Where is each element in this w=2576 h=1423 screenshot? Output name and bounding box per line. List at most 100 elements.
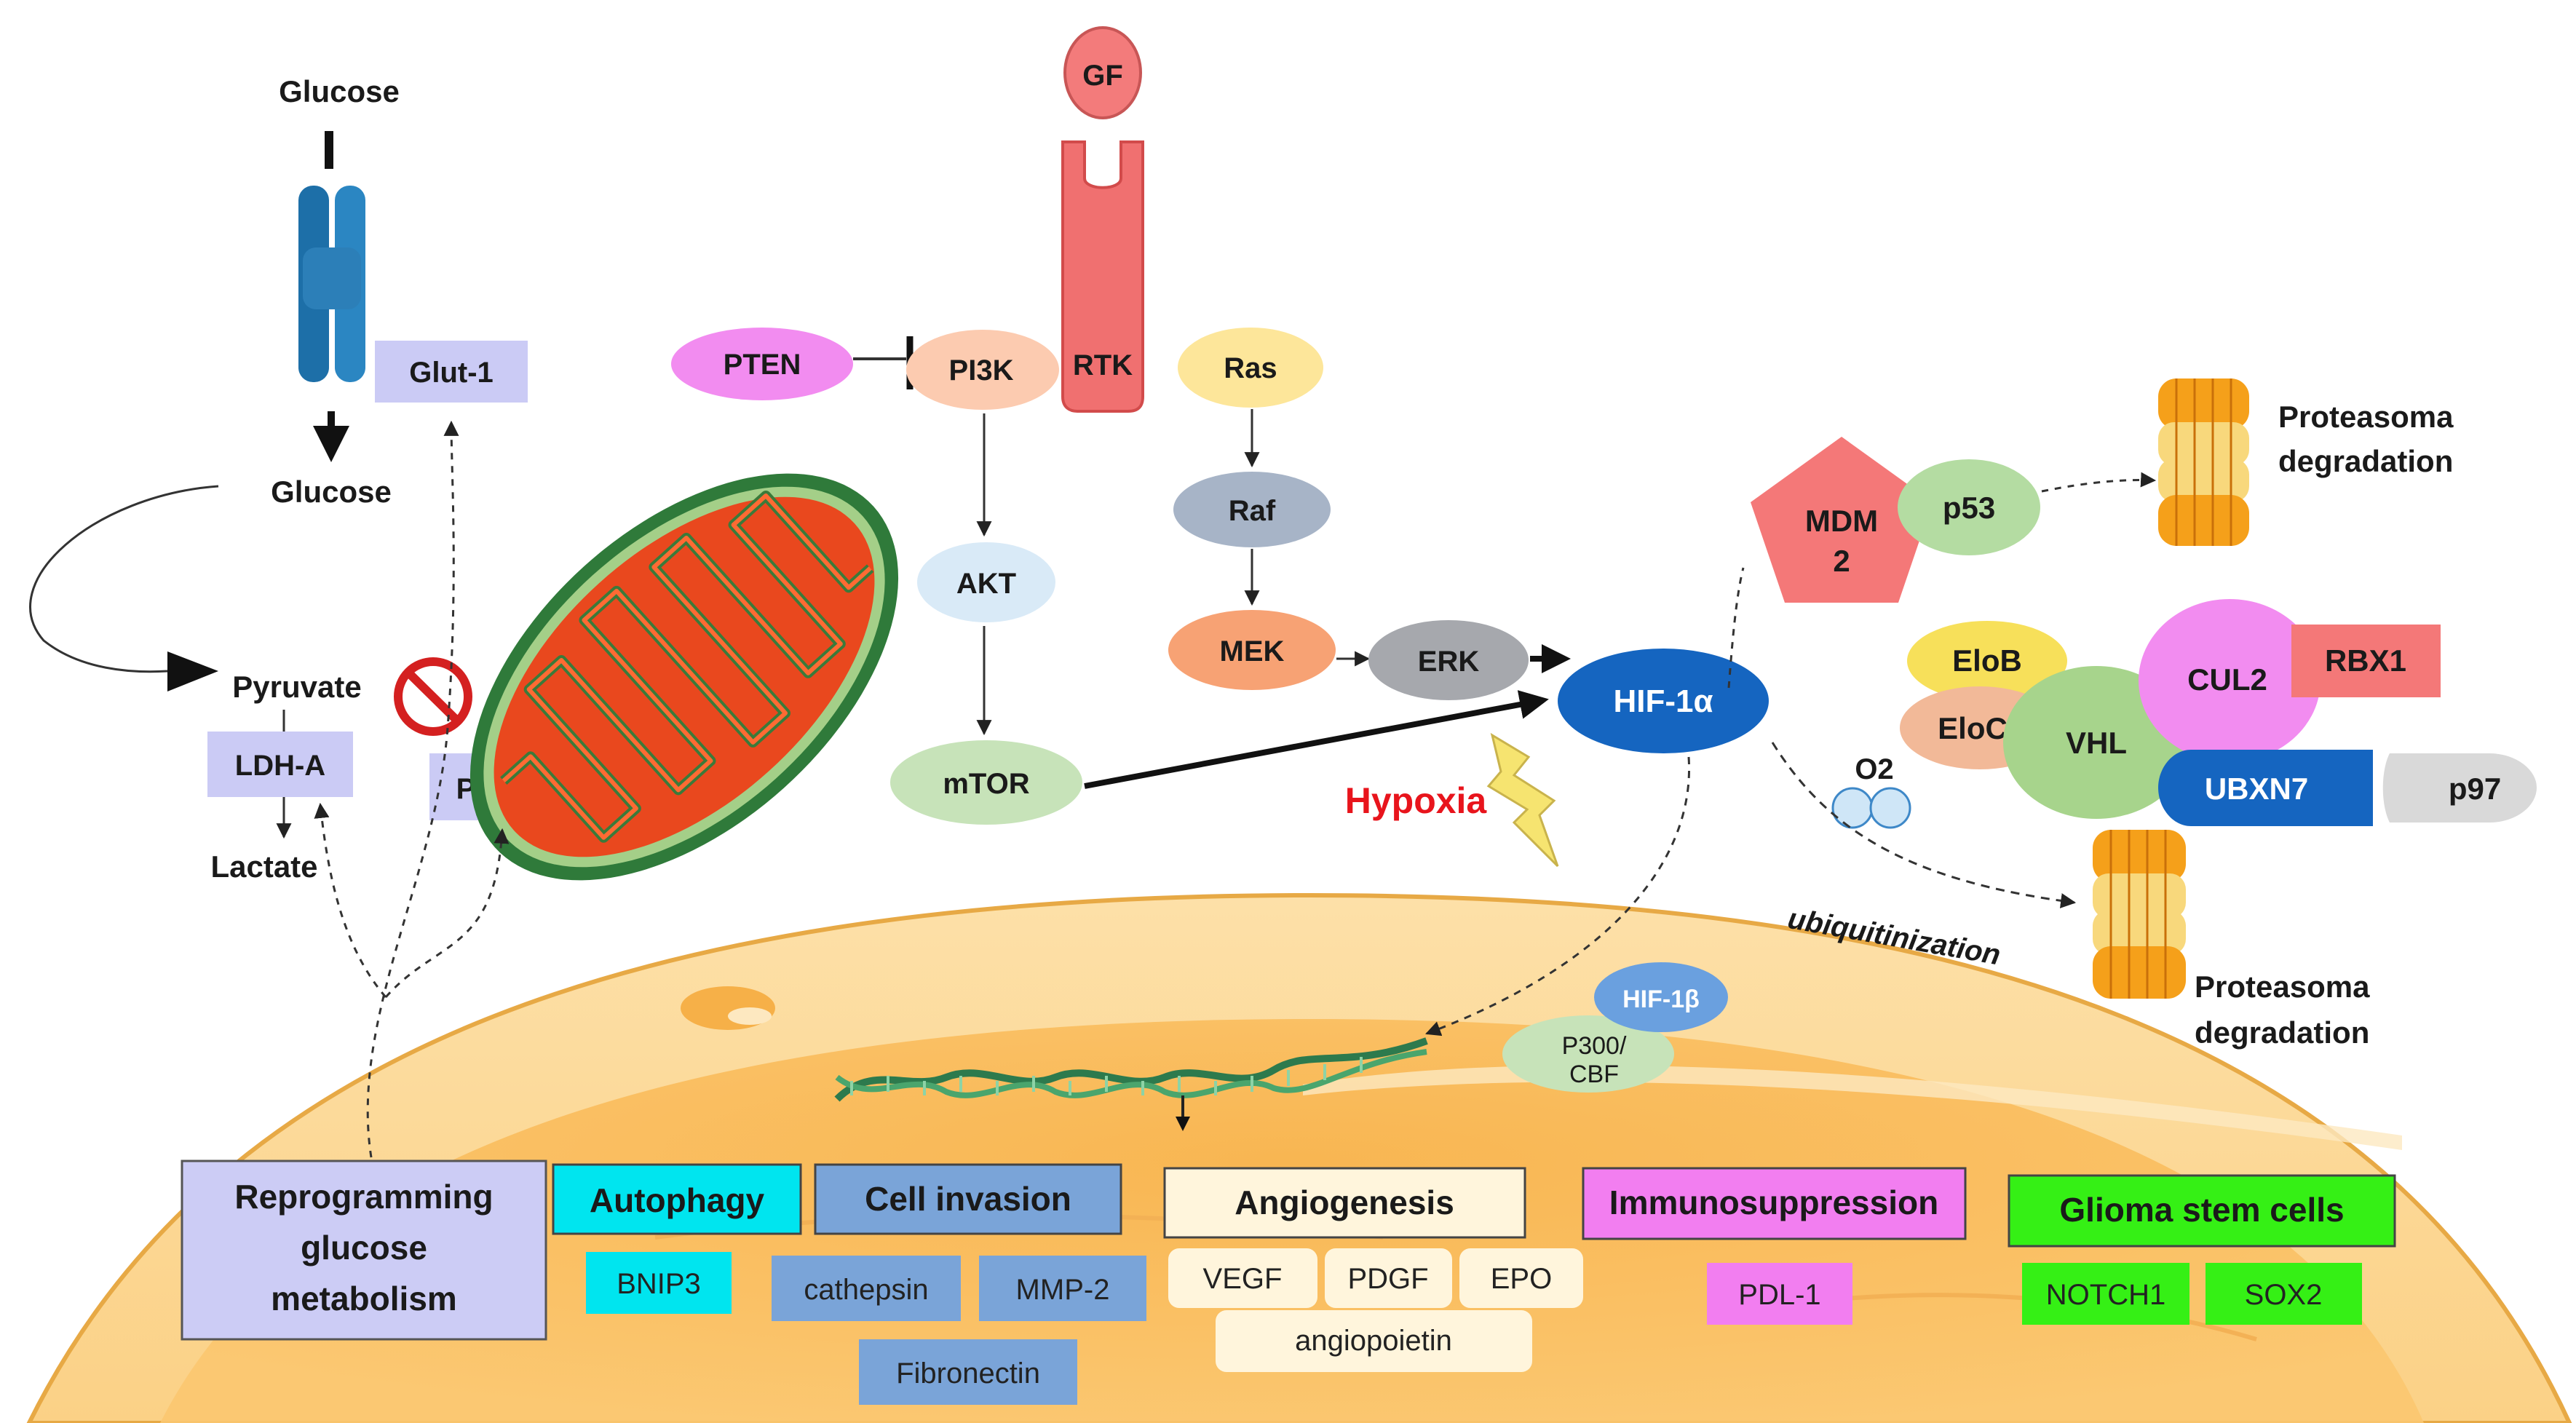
ras-node — [1178, 328, 1323, 408]
dna-helix-icon — [834, 1037, 1428, 1102]
proteasome-top-label-line2: degradation — [2278, 444, 2453, 478]
akt-label: AKT — [956, 568, 1016, 600]
mmp2-box — [979, 1256, 1146, 1321]
mtor-label: mTOR — [943, 768, 1029, 800]
lactate-label: Lactate — [210, 849, 317, 884]
mmp2-label: MMP-2 — [1016, 1274, 1110, 1306]
vhl-label: VHL — [2066, 726, 2127, 760]
pdgf-box — [1325, 1248, 1452, 1308]
immunosuppression-box — [1582, 1167, 1967, 1240]
cathepsin-box — [772, 1256, 961, 1321]
cell-invasion-box — [814, 1163, 1122, 1235]
erk-label: ERK — [1418, 646, 1480, 678]
reprogramming-glucose-metabolism-box — [181, 1160, 547, 1341]
angiogenesis-box — [1163, 1167, 1526, 1239]
o2-molecule-icon — [1831, 787, 1874, 829]
gf-ligand — [1063, 26, 1142, 119]
pten-label: PTEN — [724, 349, 801, 381]
lightning-icon — [1486, 732, 1559, 868]
hypoxia-label: Hypoxia — [1345, 780, 1488, 821]
reprogramming-line3: metabolism — [271, 1280, 457, 1317]
cell-invasion-title: Cell invasion — [865, 1180, 1071, 1218]
notch1-label: NOTCH1 — [2046, 1279, 2165, 1311]
rtk-label: RTK — [1073, 349, 1133, 381]
p300-label-line2: CBF — [1569, 1061, 1619, 1088]
reprogramming-line1: Reprogramming — [234, 1178, 493, 1216]
ras-label: Ras — [1224, 352, 1277, 384]
angiopoietin-label: angiopoietin — [1295, 1325, 1452, 1357]
hif1a-mdm2-link — [1727, 567, 1745, 689]
ldha-box — [207, 732, 353, 797]
autophagy-title: Autophagy — [590, 1181, 765, 1219]
mitochondrion-icon — [469, 473, 899, 881]
cul2-node — [2139, 599, 2321, 762]
p97-label: p97 — [2449, 772, 2501, 806]
fibronectin-box — [859, 1339, 1077, 1405]
pi3k-node — [906, 330, 1059, 410]
mdm2-node — [1751, 437, 1933, 603]
erk-node — [1368, 620, 1529, 700]
pdl1-box — [1707, 1263, 1852, 1325]
glycolysis-arrow — [29, 485, 219, 673]
angiopoietin-box — [1216, 1310, 1532, 1372]
eloc-label: EloC — [1938, 711, 2008, 745]
epo-box — [1459, 1248, 1583, 1308]
hif1a-nuclear-translocation-arrow — [1425, 756, 1691, 1036]
pten-node — [671, 328, 853, 400]
glioma-title: Glioma stem cells — [2059, 1191, 2344, 1229]
pyruvate-label: Pyruvate — [232, 670, 361, 704]
immunosuppression-title: Immunosuppression — [1609, 1184, 1938, 1221]
elob-label: EloB — [1952, 643, 2022, 678]
proteasome-bottom-icon — [2093, 830, 2186, 999]
glut1-transporter — [298, 186, 365, 382]
cathepsin-label: cathepsin — [804, 1274, 928, 1306]
angiogenesis-title: Angiogenesis — [1235, 1184, 1454, 1221]
pdl1-label: PDL-1 — [1738, 1279, 1820, 1311]
p53-label: p53 — [1943, 491, 1995, 525]
mek-label: MEK — [1220, 635, 1285, 667]
gf-label: GF — [1082, 60, 1123, 92]
rbx1-node — [2291, 625, 2441, 697]
proteasome-bottom-label-line1: Proteasoma — [2195, 970, 2370, 1004]
glioma-stem-cells-box — [2008, 1174, 2396, 1248]
p300-cbf-node — [1502, 1015, 1674, 1093]
p97-node — [2375, 746, 2545, 830]
proteasome-top-label-line1: Proteasoma — [2278, 400, 2454, 434]
proteasome-bottom-label-line2: degradation — [2195, 1015, 2369, 1050]
mek-node — [1168, 610, 1336, 690]
vegf-label: VEGF — [1203, 1263, 1283, 1295]
ldha-label: LDH-A — [235, 750, 325, 782]
pdgf-label: PDGF — [1347, 1263, 1428, 1295]
hif1a-node — [1558, 649, 1769, 753]
bnip3-box — [586, 1252, 732, 1314]
glucose-outside-label: Glucose — [279, 74, 400, 108]
ubxn7-label: UBXN7 — [2205, 772, 2308, 806]
bnip3-label: BNIP3 — [617, 1268, 701, 1300]
fibronectin-label: Fibronectin — [896, 1357, 1040, 1390]
mdm2-label-line1: MDM — [1805, 504, 1878, 538]
glut1-box — [375, 341, 528, 403]
elob-node — [1907, 621, 2067, 701]
cul2-label: CUL2 — [2187, 662, 2267, 697]
raf-label: Raf — [1229, 495, 1276, 527]
glut1-label: Glut-1 — [409, 357, 494, 389]
glucose-inside-label: Glucose — [271, 475, 392, 509]
autophagy-box — [552, 1163, 802, 1235]
sox2-label: SOX2 — [2245, 1279, 2323, 1311]
hif1b-node — [1594, 962, 1728, 1032]
inhibition-icon — [394, 657, 472, 736]
reprogramming-line2: glucose — [301, 1229, 427, 1267]
hif1a-label: HIF-1α — [1613, 683, 1713, 719]
pi3k-label: PI3K — [949, 354, 1014, 387]
epo-label: EPO — [1491, 1263, 1552, 1295]
notch1-box — [2022, 1263, 2189, 1325]
mdm2-label-line2: 2 — [1833, 544, 1850, 578]
hif1b-label: HIF-1β — [1622, 986, 1700, 1013]
akt-node — [917, 542, 1055, 622]
p300-label-line1: P300/ — [1562, 1032, 1627, 1060]
cell-membrane — [146, 182, 2460, 328]
ubxn7-node — [2158, 750, 2373, 826]
raf-node — [1173, 472, 1331, 547]
rbx1-label: RBX1 — [2325, 643, 2406, 678]
